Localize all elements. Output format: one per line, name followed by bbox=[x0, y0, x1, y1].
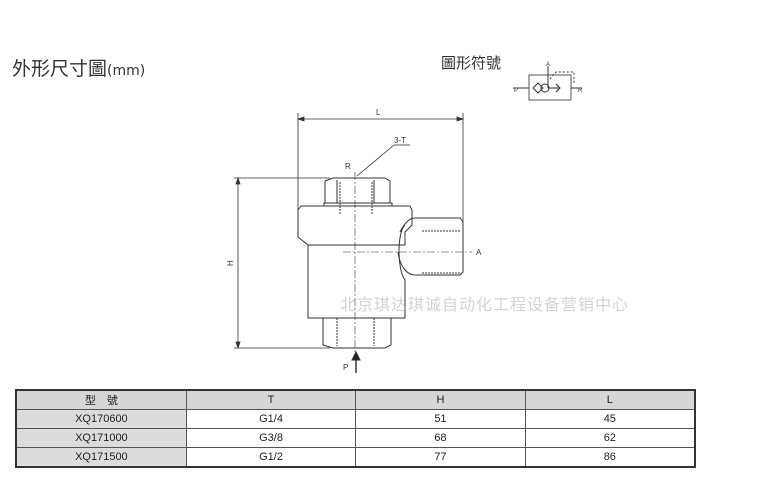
header-h: H bbox=[355, 389, 526, 410]
cell-t: G1/2 bbox=[185, 447, 357, 468]
header-model: 型 號 bbox=[15, 389, 187, 410]
pneumatic-symbol: A P R bbox=[513, 62, 583, 101]
table-header-row: 型 號 T H L bbox=[15, 389, 696, 410]
port-a-label: A bbox=[476, 248, 482, 257]
symbol-port-r: R bbox=[578, 88, 583, 94]
dim-l-label: L bbox=[376, 108, 381, 117]
table-row: XQ171500 G1/2 77 86 bbox=[15, 447, 696, 468]
cell-l: 45 bbox=[524, 409, 696, 429]
header-l: L bbox=[524, 389, 696, 410]
table-row: XQ171000 G3/8 68 62 bbox=[15, 428, 696, 448]
thread-label: 3-T bbox=[394, 136, 406, 145]
table-row: XQ170600 G1/4 51 45 bbox=[15, 409, 696, 429]
symbol-port-a: A bbox=[546, 62, 550, 68]
watermark: 北京琪达琪诚自动化工程设备营销中心 bbox=[340, 295, 630, 314]
cell-h: 77 bbox=[355, 447, 526, 468]
symbol-title: 圖形符號 bbox=[441, 54, 502, 72]
header-t: T bbox=[185, 389, 357, 410]
title-unit: (mm) bbox=[107, 63, 146, 79]
port-p-label: P bbox=[343, 363, 348, 372]
cell-t: G1/4 bbox=[185, 409, 357, 429]
dimension-table: 型 號 T H L XQ170600 G1/4 51 45 XQ171000 G… bbox=[15, 389, 696, 468]
valve-body bbox=[297, 172, 472, 373]
symbol-port-p: P bbox=[514, 88, 518, 94]
cell-h: 68 bbox=[355, 428, 526, 448]
cell-t: G3/8 bbox=[185, 428, 357, 448]
cell-model: XQ170600 bbox=[15, 409, 187, 429]
page-title: 外形尺寸圖(mm) bbox=[12, 54, 145, 81]
dimension-lines bbox=[234, 113, 465, 350]
cell-l: 62 bbox=[524, 428, 696, 448]
cell-model: XQ171000 bbox=[15, 428, 187, 448]
cell-l: 86 bbox=[524, 447, 696, 468]
title-text: 外形尺寸圖 bbox=[12, 58, 108, 80]
cell-model: XQ171500 bbox=[15, 447, 187, 468]
dim-h-label: H bbox=[226, 260, 235, 266]
port-r-label: R bbox=[345, 162, 351, 171]
cell-h: 51 bbox=[355, 409, 526, 429]
